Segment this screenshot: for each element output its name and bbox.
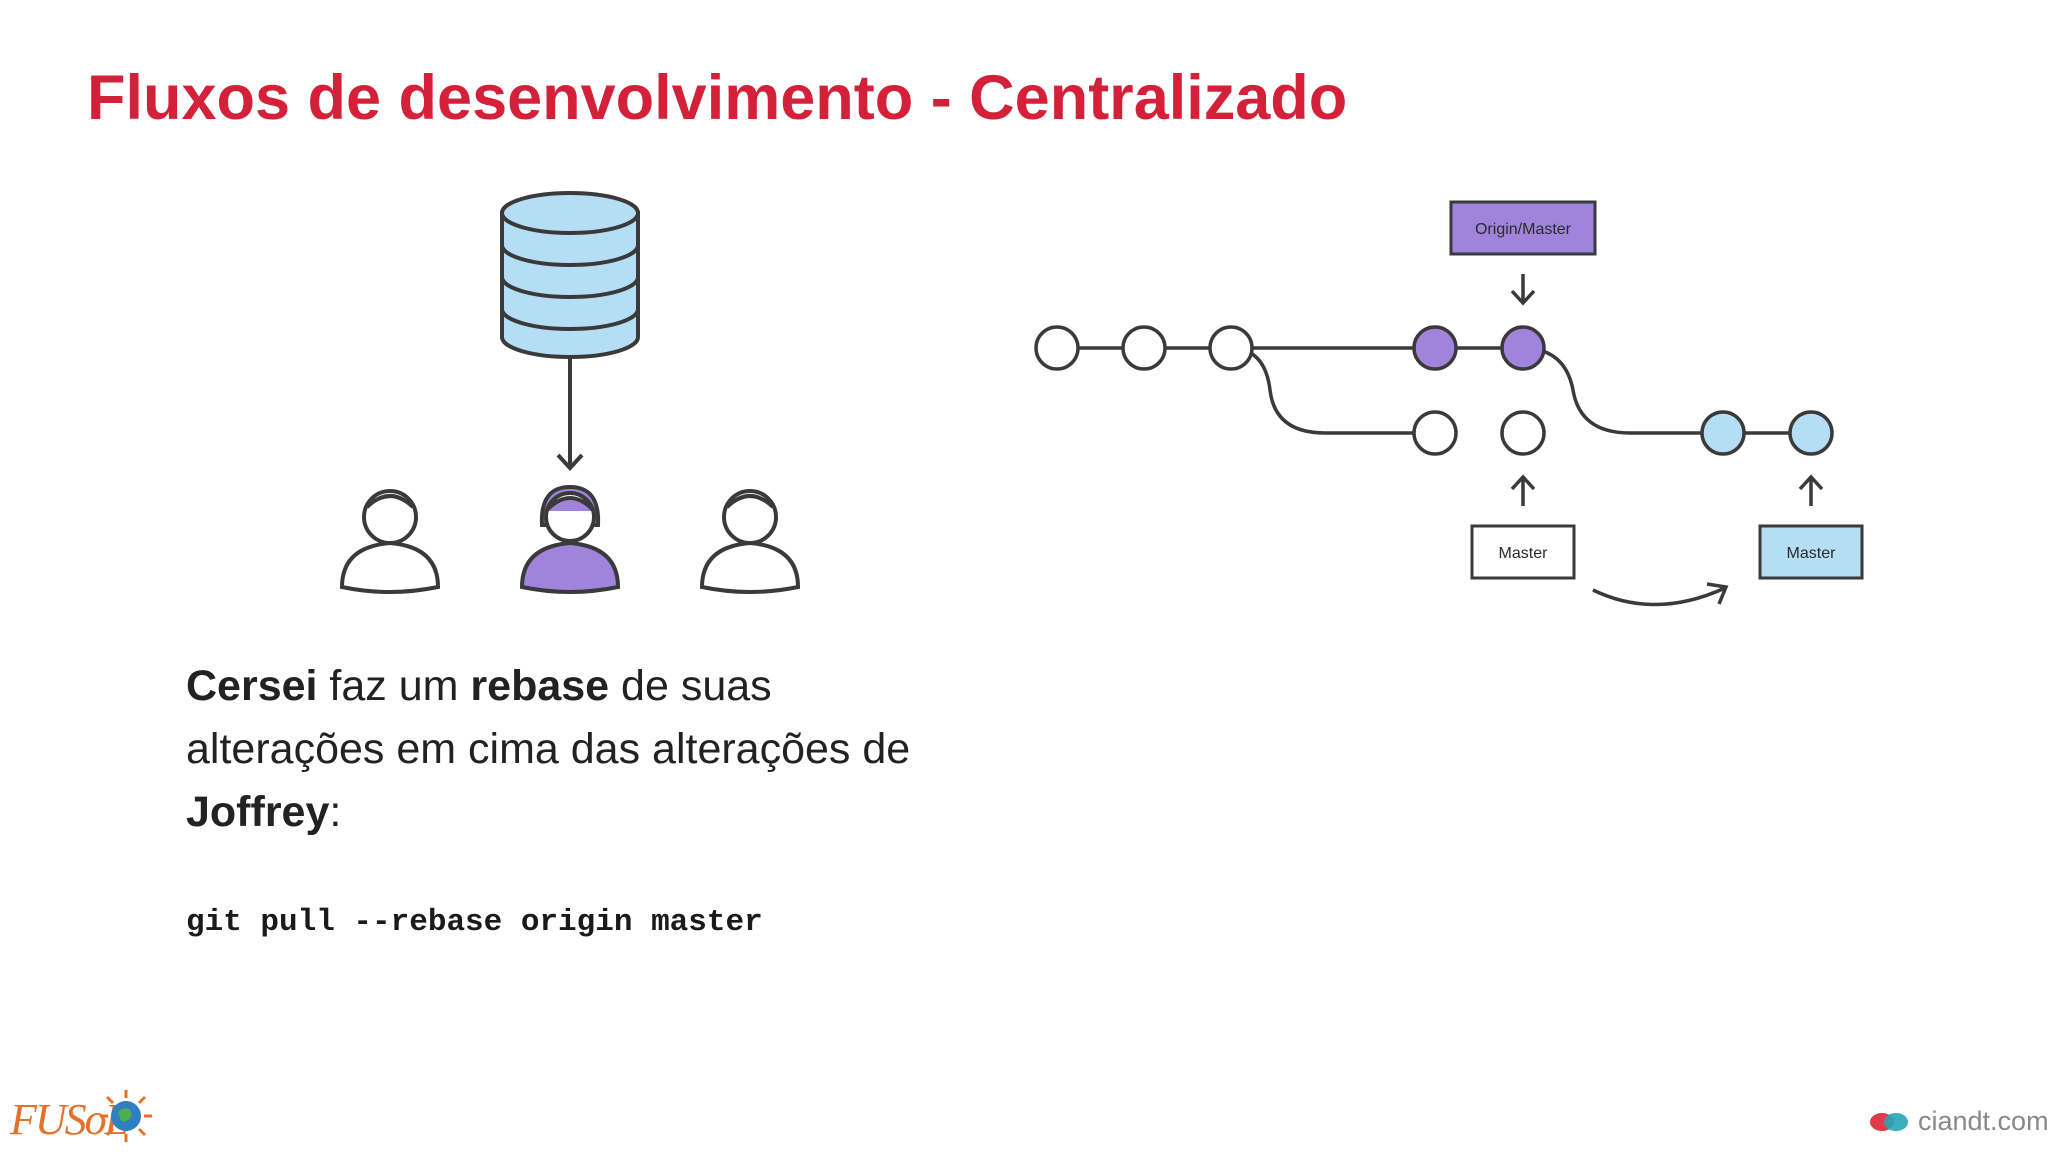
ciandt-logo: ciandt.com bbox=[1868, 1106, 2048, 1137]
master-label-left: Master bbox=[1470, 524, 1576, 580]
developer-center-icon bbox=[519, 484, 621, 594]
commit-node-local bbox=[1412, 410, 1458, 456]
git-rebase-graph: Origin/Master Master Master bbox=[1034, 200, 1864, 607]
commit-node-rebased bbox=[1700, 410, 1746, 456]
desc-text: faz um bbox=[317, 662, 471, 710]
desc-text: : bbox=[329, 788, 342, 836]
arrow-down-icon bbox=[556, 357, 584, 471]
globe-icon bbox=[100, 1090, 152, 1142]
name-joffrey: Joffrey bbox=[186, 788, 330, 836]
arrow-down-icon bbox=[1510, 274, 1536, 306]
commit-node-origin bbox=[1500, 325, 1546, 371]
centralized-repo-diagram bbox=[339, 191, 801, 594]
term-rebase: rebase bbox=[470, 662, 610, 710]
slide-title: Fluxos de desenvolvimento - Centralizado bbox=[87, 63, 1348, 133]
arrow-up-icon bbox=[1510, 474, 1536, 506]
commit-node bbox=[1121, 325, 1167, 371]
fusol-logo-text: FUSoL bbox=[10, 1095, 129, 1144]
name-cersei: Cersei bbox=[186, 662, 318, 710]
commit-node-rebased bbox=[1788, 410, 1834, 456]
origin-master-label: Origin/Master bbox=[1449, 200, 1597, 256]
master-label-right: Master bbox=[1758, 524, 1864, 580]
developer-left-icon bbox=[339, 489, 441, 594]
desc-text: de suas alterações em cima das alteraçõe… bbox=[186, 662, 911, 773]
arrow-up-icon bbox=[1798, 474, 1824, 506]
master-right-text: Master bbox=[1787, 545, 1837, 562]
commit-node bbox=[1208, 325, 1254, 371]
curved-move-arrow-icon bbox=[1592, 582, 1729, 607]
developer-right-icon bbox=[699, 489, 801, 594]
commit-node-origin bbox=[1412, 325, 1458, 371]
slide-description: Cersei faz um rebase de suas alterações … bbox=[186, 655, 946, 844]
origin-master-text: Origin/Master bbox=[1475, 221, 1572, 238]
commit-node-local bbox=[1500, 410, 1546, 456]
ciandt-mark-icon bbox=[1870, 1112, 1908, 1131]
feature-branch-line bbox=[1229, 346, 1435, 435]
ciandt-logo-text: ciandt.com bbox=[1918, 1106, 2048, 1136]
commit-node bbox=[1034, 325, 1080, 371]
master-left-text: Master bbox=[1499, 545, 1549, 562]
rebase-branch-line bbox=[1521, 346, 1795, 435]
git-command: git pull --rebase origin master bbox=[186, 905, 763, 940]
database-icon bbox=[500, 191, 640, 359]
